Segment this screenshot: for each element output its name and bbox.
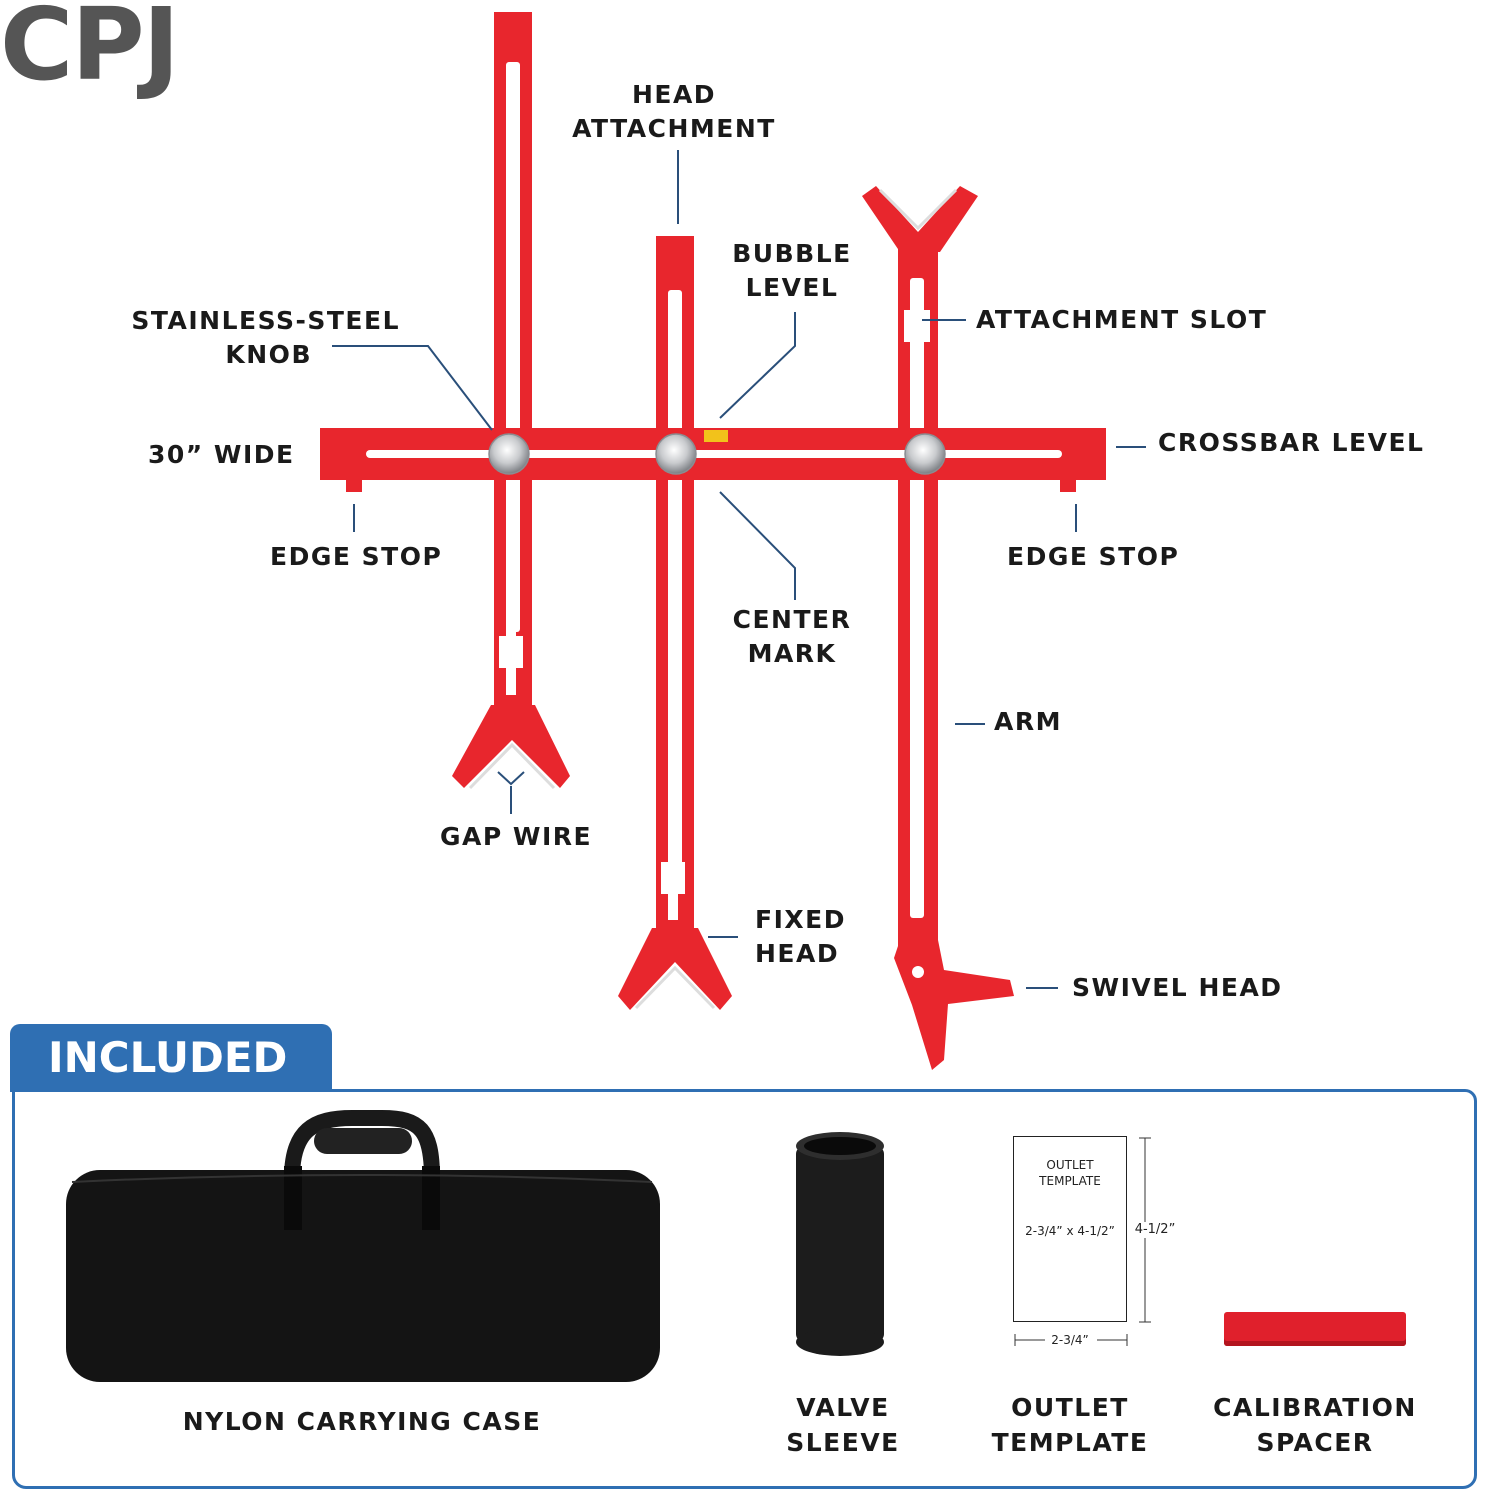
template-dimension-lines — [1014, 1137, 1151, 1346]
crossbar — [320, 428, 1106, 492]
label-edge-stop-left: EDGE STOP — [270, 542, 443, 571]
bubble-level-icon — [704, 430, 728, 442]
arm-left — [452, 12, 570, 790]
leader-lines — [332, 150, 1146, 989]
tool-diagram — [320, 12, 1146, 1070]
arm-right — [862, 186, 1014, 1070]
knob-icon — [488, 433, 946, 475]
template-width-dimension: 2-3/4” — [1051, 1333, 1089, 1347]
label-gap-wire: GAP WIRE — [440, 822, 593, 851]
included-panel — [12, 1089, 1477, 1489]
label-attachment-slot: ATTACHMENT SLOT — [976, 305, 1268, 334]
brand-logo: CPJ — [0, 0, 180, 103]
label-swivel-head: SWIVEL HEAD — [1072, 973, 1283, 1002]
label-arm: ARM — [994, 707, 1062, 736]
calibration-spacer-icon — [1224, 1312, 1406, 1346]
template-size: 2-3/4” x 4-1/2” — [1025, 1224, 1115, 1238]
carrying-case-icon — [66, 1110, 660, 1382]
template-height-dimension: 4-1/2” — [1131, 1222, 1179, 1238]
label-crossbar-level: CROSSBAR LEVEL — [1158, 428, 1425, 457]
gap-wire-icon — [497, 771, 525, 786]
valve-sleeve-icon — [796, 1132, 884, 1356]
included-heading: INCLUDED — [10, 1024, 332, 1092]
arm-center — [618, 236, 732, 1010]
label-edge-stop-right: EDGE STOP — [1007, 542, 1180, 571]
item-label-carrying-case: NYLON CARRYING CASE — [182, 1407, 542, 1436]
label-width: 30” WIDE — [148, 440, 295, 469]
